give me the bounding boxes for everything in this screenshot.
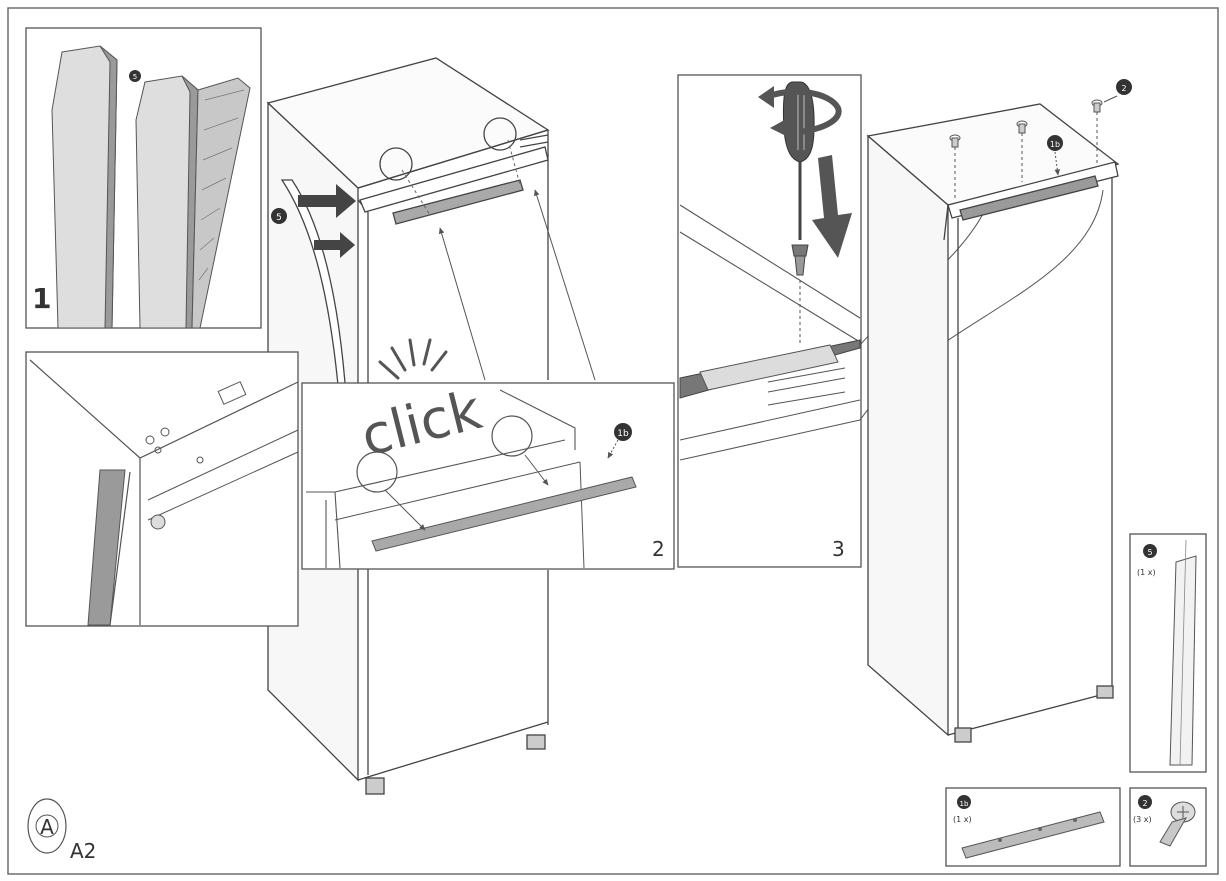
step-number-2: 2 — [652, 537, 665, 561]
figure-badge: A A2 — [27, 798, 96, 863]
callout-right-screw-badge — [1116, 79, 1132, 95]
outer-frame — [7, 7, 1219, 875]
door-seal: 5 — [271, 179, 356, 386]
step-number-1: 1 — [32, 282, 51, 315]
badge-letter: A — [40, 815, 54, 839]
step3-panel: 3 — [677, 74, 862, 568]
callout-left-part: 5 — [276, 213, 282, 223]
corner-detail-panel — [25, 351, 299, 627]
callout-step2-part-badge — [614, 423, 632, 441]
part-screws-id: 2 — [1142, 799, 1147, 808]
part-screws-qty: (3 x) — [1133, 815, 1152, 824]
part-box-seal: 5 (1 x) — [1129, 533, 1207, 773]
part-seal-id: 5 — [1147, 548, 1152, 557]
step1-panel: 5 1 — [25, 27, 262, 329]
callout-step1-part: 5 — [133, 73, 137, 81]
part-box-rail: 1b (1 x) — [945, 787, 1121, 867]
part-rail-id: 1b — [960, 800, 969, 808]
callout-right-rail-badge — [1047, 135, 1063, 151]
callout-left-part-badge — [271, 208, 287, 224]
part-box-screws: 2 (3 x) — [1129, 787, 1207, 867]
right-fridge-screws — [949, 95, 1118, 200]
part-rail-qty: (1 x) — [953, 815, 972, 824]
figure-code: A2 — [70, 839, 96, 863]
part-seal-qty: (1 x) — [1137, 568, 1156, 577]
callout-step2-part: 1b — [617, 429, 629, 439]
right-fridge — [866, 103, 1120, 743]
callout-right-rail: 1b — [1050, 140, 1060, 149]
callout-step1-part-badge — [129, 70, 141, 82]
callout-right-screw: 2 — [1121, 84, 1126, 93]
step-number-3: 3 — [832, 537, 845, 561]
step2-panel: 1b 2 — [301, 382, 675, 570]
